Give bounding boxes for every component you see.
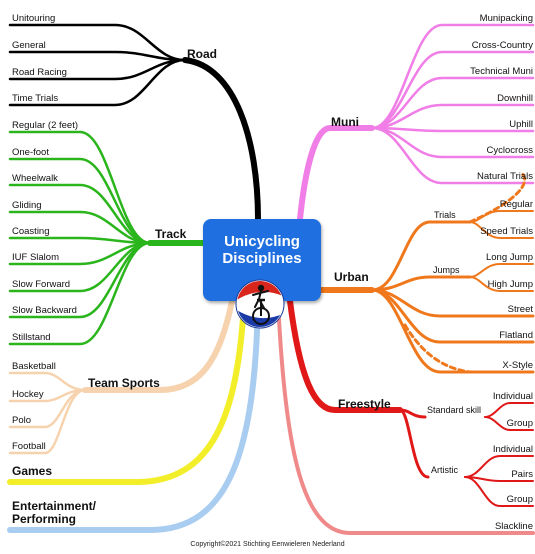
track-item-iuf-slalom: IUF Slalom	[12, 252, 59, 263]
entertainment-branch	[7, 298, 261, 533]
freestyle-artistic-leaf-2	[464, 476, 534, 507]
track-item-slow-forward: Slow Forward	[12, 279, 71, 290]
urban-item-flatland: Flatland	[499, 330, 533, 341]
urban-group-trials: Trials	[434, 210, 456, 220]
category-team-sports: Team Sports	[88, 376, 160, 390]
freestyle-standard-leaf-1	[484, 416, 534, 431]
track-item-stillstand: Stillstand	[12, 332, 51, 343]
road-branch	[182, 57, 261, 222]
muni-item-cross-country: Cross-Country	[471, 40, 533, 51]
center-title: Unicycling Disciplines	[203, 233, 321, 267]
urban-dashed-upper	[468, 170, 527, 224]
team-sports-leaf-3	[8, 388, 87, 455]
freestyle-standard-leaf-0	[484, 402, 534, 418]
urban-item-x-style: X-Style	[502, 360, 533, 371]
freestyle-branch	[287, 298, 403, 413]
road-item-time-trials: Time Trials	[12, 93, 59, 104]
category-track: Track	[155, 227, 187, 241]
track-leaf-2	[8, 183, 152, 245]
freestyle-item-standard-group: Group	[506, 418, 533, 429]
freestyle-group-artistic: Artistic	[431, 465, 458, 475]
track-item-gliding: Gliding	[12, 200, 42, 211]
muni-leaf-0	[370, 23, 535, 130]
category-slackline: Slackline	[494, 521, 533, 532]
road-leaf-1	[8, 50, 187, 62]
urban-dashed-lower	[403, 323, 472, 374]
team-sports-leaf-0	[8, 371, 87, 392]
freestyle-artistic-link	[398, 408, 430, 479]
urban-item-high-jump: High Jump	[487, 279, 533, 290]
track-item-regular: Regular (2 feet)	[12, 120, 79, 131]
muni-branch	[297, 125, 375, 222]
road-item-general: General	[12, 40, 46, 51]
category-freestyle: Freestyle	[338, 397, 391, 411]
urban-item-street: Street	[507, 304, 533, 315]
muni-item-cyclocross: Cyclocross	[486, 145, 533, 156]
muni-leaf-1	[370, 50, 535, 130]
team-sports-item-basketball: Basketball	[12, 361, 56, 372]
team-sports-branch	[82, 298, 235, 393]
track-item-slow-backward: Slow Backward	[12, 305, 77, 316]
category-games: Games	[12, 464, 53, 478]
urban-trials-branch	[370, 220, 472, 292]
freestyle-item-artistic-group: Group	[506, 494, 533, 505]
urban-item-speed-trials: Speed Trials	[480, 226, 533, 237]
team-sports-item-football: Football	[12, 441, 46, 452]
category-road: Road	[187, 47, 217, 61]
road-leaf-3	[8, 58, 187, 107]
track-item-one-foot: One-foot	[12, 147, 49, 158]
muni-item-munipacking: Munipacking	[479, 13, 533, 24]
slackline-branch	[276, 299, 535, 535]
muni-leaf-6	[370, 126, 535, 185]
copyright-notice: Copyright©2021 Stichting Eenwieleren Ned…	[190, 541, 345, 548]
urban-jumps-leaf-0	[469, 263, 534, 278]
freestyle-item-artistic-pairs: Pairs	[511, 469, 533, 480]
muni-leaf-2	[370, 76, 535, 130]
track-item-wheelwalk: Wheelwalk	[12, 173, 58, 184]
freestyle-item-standard-individual: Individual	[492, 391, 533, 402]
freestyle-item-artistic-individual: Individual	[492, 444, 533, 455]
track-leaf-4	[8, 236, 152, 245]
category-muni: Muni	[331, 115, 359, 129]
muni-item-downhill: Downhill	[497, 93, 533, 104]
center-title-line-1: Unicycling	[224, 233, 300, 250]
urban-item-regular: Regular	[499, 199, 533, 210]
road-item-unitouring: Unitouring	[12, 13, 56, 24]
urban-leaf-xstyle	[370, 288, 535, 374]
unicycle-logo-icon	[235, 279, 285, 329]
freestyle-group-standard-skill: Standard skill	[427, 405, 482, 415]
road-item-road-racing: Road Racing	[12, 67, 67, 78]
urban-trials-leaf-1	[469, 221, 534, 239]
center-title-line-2: Disciplines	[222, 250, 302, 267]
category-urban: Urban	[334, 270, 369, 284]
team-sports-item-polo: Polo	[12, 415, 32, 426]
urban-group-jumps: Jumps	[433, 265, 460, 275]
muni-item-uphill: Uphill	[509, 119, 533, 130]
muni-item-natural-trials: Natural Trials	[477, 171, 533, 182]
games-branch	[7, 298, 247, 485]
track-leaf-1	[8, 157, 152, 245]
track-item-coasting: Coasting	[12, 226, 50, 237]
track-leaf-8	[8, 241, 152, 346]
muni-item-technical-muni: Technical Muni	[470, 66, 533, 77]
category-entertainment-performing: Entertainment/ Performing	[12, 499, 97, 526]
urban-jumps-leaf-1	[469, 276, 534, 292]
urban-item-long-jump: Long Jump	[485, 252, 533, 263]
team-sports-item-hockey: Hockey	[12, 389, 44, 400]
